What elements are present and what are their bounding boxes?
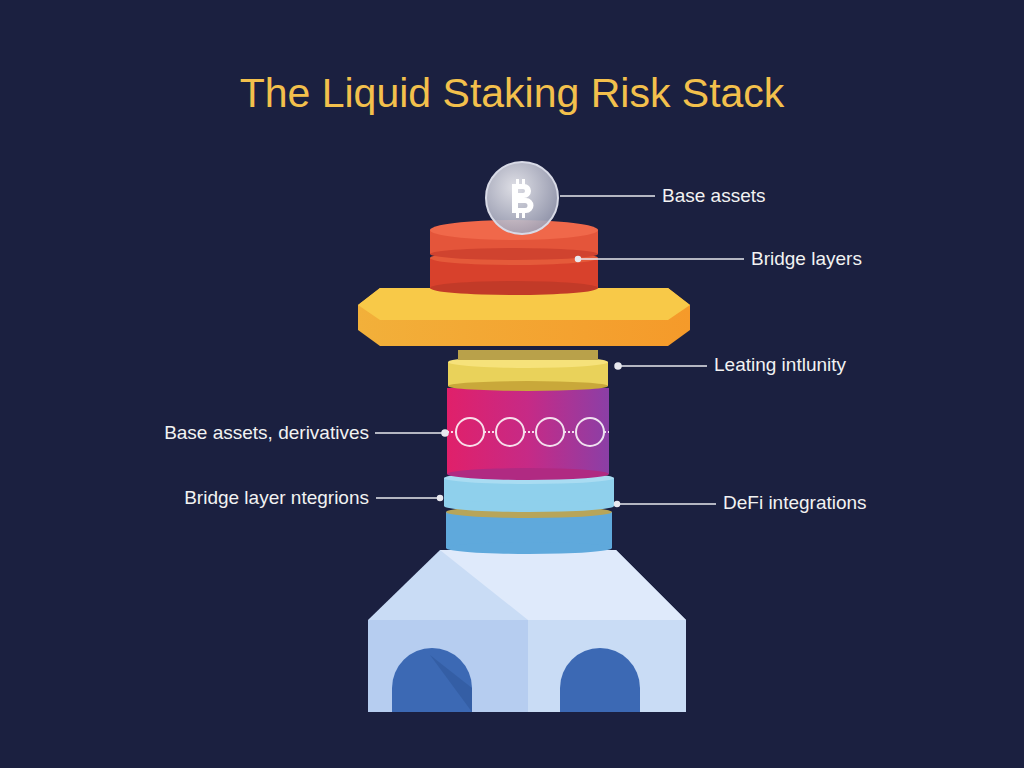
diagram-title: The Liquid Staking Risk Stack: [0, 70, 1024, 117]
callout-label: Bridge layers: [751, 248, 862, 270]
callout-label: Bridge layer ntegrions: [184, 487, 369, 509]
callout-label: Base assets: [662, 185, 766, 207]
leader-lines: [375, 196, 744, 507]
drum: [447, 388, 609, 480]
callout-label: Base assets, derivatives: [164, 422, 369, 444]
callout-label: DeFi integrations: [723, 492, 867, 514]
callout-label: Leating intlunity: [714, 354, 846, 376]
coin-icon: [486, 162, 558, 234]
blue-discs: [444, 472, 614, 554]
yellow-plate: [358, 288, 690, 346]
pedestal: [368, 550, 686, 712]
yellow-disc: [448, 350, 608, 391]
